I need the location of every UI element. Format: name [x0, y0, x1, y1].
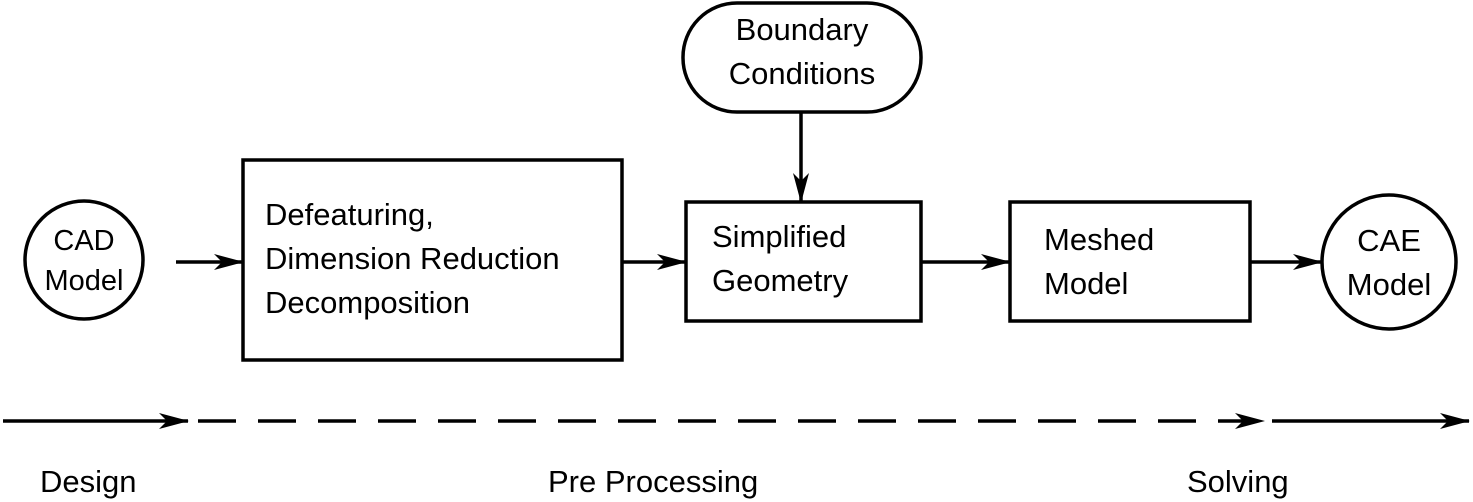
- meshed-model-label: Meshed Model: [1044, 218, 1154, 306]
- cae-model-label-line-1: CAE: [1357, 223, 1421, 258]
- boundary-conditions-label-line-2: Conditions: [728, 56, 876, 91]
- cad-model-node: [23, 199, 145, 321]
- meshed-model-label-line-1: Meshed: [1044, 222, 1155, 257]
- boundary-conditions-label: Boundary Conditions: [683, 8, 921, 96]
- cad-model-label-line-2: Model: [44, 265, 124, 297]
- meshed-model-label-line-2: Model: [1044, 266, 1129, 301]
- cad-model-label: CAD Model: [44, 221, 124, 301]
- cae-model-label-line-2: Model: [1346, 267, 1432, 302]
- defeaturing-label-line-2: Dimension Reduction: [265, 241, 560, 276]
- simplified-geometry-label-line-2: Geometry: [712, 263, 849, 298]
- defeaturing-label-line-1: Defeaturing,: [265, 197, 434, 232]
- defeaturing-label: Defeaturing, Dimension Reduction Decompo…: [265, 193, 560, 325]
- simplified-geometry-label-line-1: Simplified: [712, 219, 847, 254]
- stage-label-design: Design: [40, 464, 137, 499]
- simplified-geometry-label: Simplified Geometry: [712, 215, 848, 303]
- defeaturing-label-line-3: Decomposition: [265, 285, 471, 320]
- cad-model-label-line-1: CAD: [53, 225, 115, 257]
- stage-label-solving: Solving: [1187, 464, 1289, 499]
- boundary-conditions-label-line-1: Boundary: [735, 12, 869, 47]
- stage-label-pre-processing: Pre Processing: [548, 464, 759, 499]
- cae-model-label: CAE Model: [1329, 219, 1449, 307]
